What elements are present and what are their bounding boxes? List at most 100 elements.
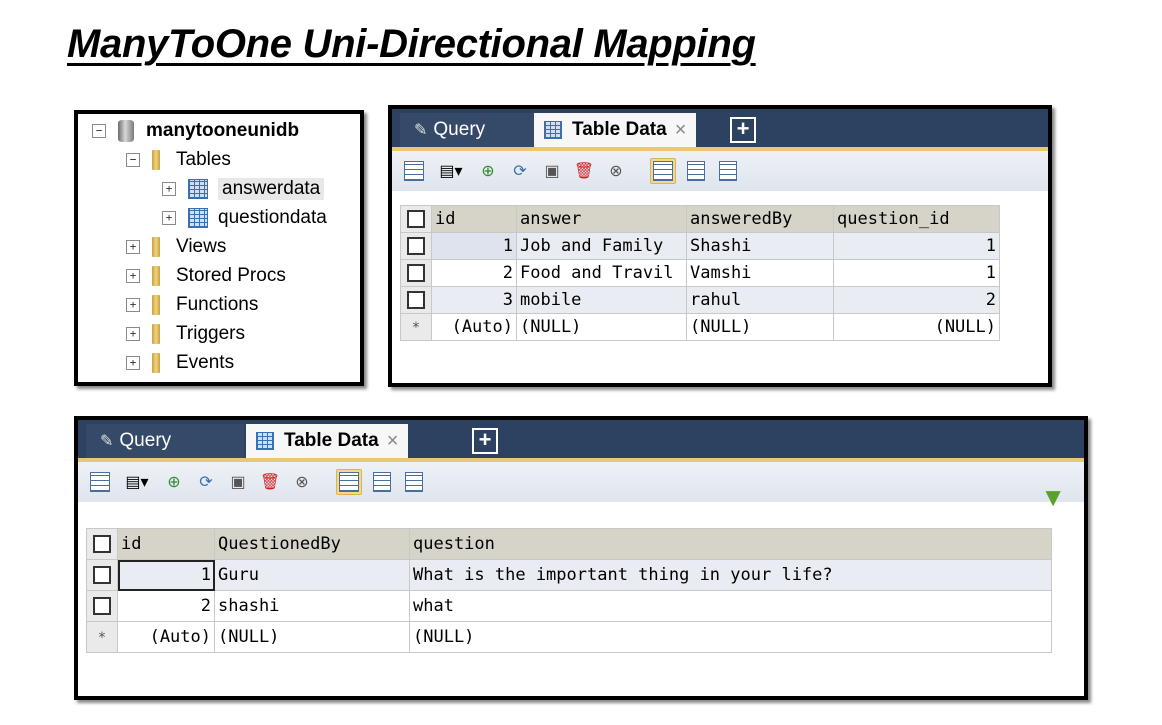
row-checkbox[interactable] <box>86 559 118 591</box>
collapse-icon[interactable]: − <box>92 124 106 138</box>
column-header[interactable]: QuestionedBy <box>214 528 410 560</box>
refresh-icon[interactable]: ⟳ <box>513 163 527 180</box>
table-icon <box>188 179 208 199</box>
column-header[interactable]: question_id <box>833 205 1000 233</box>
grid-toolbar: ▤▾ ⊕ ⟳ ▣ 🗑 ⊗ <box>78 462 1084 502</box>
cell-answer[interactable]: (NULL) <box>516 313 687 341</box>
expand-icon[interactable]: + <box>126 356 140 370</box>
tab-table-data[interactable]: Table Data × <box>534 113 697 147</box>
cell-question[interactable]: what <box>409 590 1052 622</box>
tab-query[interactable]: ✎ Query <box>400 113 544 147</box>
cell-answer[interactable]: mobile <box>516 286 687 314</box>
cell-question[interactable]: What is the important thing in your life… <box>409 559 1052 591</box>
folder-label: Triggers <box>176 323 245 344</box>
expand-icon[interactable]: + <box>126 240 140 254</box>
cell-question[interactable]: (NULL) <box>409 621 1052 653</box>
new-row[interactable]: * (Auto) (NULL) (NULL) <box>86 621 1052 653</box>
cell-id[interactable]: 1 <box>117 559 215 591</box>
filter-icon[interactable]: ▼ <box>1040 482 1066 512</box>
cell-answer[interactable]: Job and Family <box>516 232 687 260</box>
cell-id[interactable]: (Auto) <box>117 621 215 653</box>
cell-question-id[interactable]: (NULL) <box>833 313 1000 341</box>
cell-questioned-by[interactable]: (NULL) <box>214 621 410 653</box>
row-checkbox[interactable] <box>400 232 432 260</box>
cell-answered-by[interactable]: Shashi <box>686 232 834 260</box>
column-header[interactable]: answeredBy <box>686 205 834 233</box>
cell-id[interactable]: (Auto) <box>431 313 517 341</box>
cell-answered-by[interactable]: (NULL) <box>686 313 834 341</box>
close-icon[interactable]: × <box>674 118 687 141</box>
select-all-checkbox[interactable] <box>400 205 432 233</box>
text-view-icon[interactable] <box>402 470 426 494</box>
table-label: answerdata <box>218 178 325 200</box>
cancel-icon[interactable]: ⊗ <box>609 163 623 180</box>
add-row-icon[interactable]: ⊕ <box>167 474 181 491</box>
table-icon <box>544 121 562 139</box>
table-row[interactable]: 2 Food and Travil Vamshi 1 <box>400 259 1000 287</box>
tree-folder-triggers[interactable]: + Triggers <box>126 321 245 347</box>
cell-id[interactable]: 2 <box>117 590 215 622</box>
add-tab-button[interactable]: + <box>730 117 756 143</box>
table-row[interactable]: 1 Job and Family Shashi 1 <box>400 232 1000 260</box>
cell-question-id[interactable]: 1 <box>833 259 1000 287</box>
tree-folder-events[interactable]: + Events <box>126 350 234 376</box>
collapse-icon[interactable]: − <box>126 153 140 167</box>
refresh-icon[interactable]: ⟳ <box>199 474 213 491</box>
table-row[interactable]: 3 mobile rahul 2 <box>400 286 1000 314</box>
tree-folder-views[interactable]: + Views <box>126 234 226 260</box>
save-icon[interactable]: ▣ <box>544 163 560 180</box>
column-header[interactable]: question <box>409 528 1052 560</box>
insert-row-icon[interactable] <box>402 159 426 183</box>
expand-icon[interactable]: + <box>162 211 176 225</box>
tree-db-node[interactable]: − manytooneunidb <box>92 118 299 144</box>
tab-query[interactable]: ✎ Query <box>86 424 244 458</box>
grid-view-icon[interactable] <box>336 469 362 495</box>
row-checkbox[interactable] <box>400 286 432 314</box>
form-view-icon[interactable] <box>370 470 394 494</box>
cell-answer[interactable]: Food and Travil <box>516 259 687 287</box>
grid-header-row: id QuestionedBy question <box>86 528 1052 560</box>
tab-label: Table Data <box>284 430 379 451</box>
cell-id[interactable]: 2 <box>431 259 517 287</box>
expand-icon[interactable]: + <box>126 327 140 341</box>
expand-icon[interactable]: + <box>162 182 176 196</box>
grid-view-icon[interactable] <box>650 158 676 184</box>
close-icon[interactable]: × <box>386 429 399 452</box>
tree-tables-node[interactable]: − Tables <box>126 147 231 173</box>
text-view-icon[interactable] <box>716 159 740 183</box>
tab-table-data[interactable]: Table Data × <box>246 424 409 458</box>
export-icon[interactable]: ▤▾ <box>125 474 149 491</box>
add-row-icon[interactable]: ⊕ <box>481 163 495 180</box>
add-tab-button[interactable]: + <box>472 428 498 454</box>
tree-table-answerdata[interactable]: + answerdata <box>162 176 325 202</box>
table-row[interactable]: 1 Guru What is the important thing in yo… <box>86 559 1052 591</box>
cell-answered-by[interactable]: Vamshi <box>686 259 834 287</box>
expand-icon[interactable]: + <box>126 269 140 283</box>
cell-answered-by[interactable]: rahul <box>686 286 834 314</box>
cell-questioned-by[interactable]: Guru <box>214 559 410 591</box>
select-all-checkbox[interactable] <box>86 528 118 560</box>
column-header[interactable]: id <box>431 205 517 233</box>
column-header[interactable]: id <box>117 528 215 560</box>
cell-questioned-by[interactable]: shashi <box>214 590 410 622</box>
column-header[interactable]: answer <box>516 205 687 233</box>
expand-icon[interactable]: + <box>126 298 140 312</box>
cancel-icon[interactable]: ⊗ <box>295 474 309 491</box>
tree-table-questiondata[interactable]: + questiondata <box>162 205 327 231</box>
cell-id[interactable]: 1 <box>431 232 517 260</box>
save-icon[interactable]: ▣ <box>230 474 246 491</box>
tree-folder-stored-procs[interactable]: + Stored Procs <box>126 263 286 289</box>
delete-icon[interactable]: 🗑 <box>259 474 281 491</box>
form-view-icon[interactable] <box>684 159 708 183</box>
cell-id[interactable]: 3 <box>431 286 517 314</box>
new-row[interactable]: * (Auto) (NULL) (NULL) (NULL) <box>400 313 1000 341</box>
row-checkbox[interactable] <box>86 590 118 622</box>
insert-row-icon[interactable] <box>88 470 112 494</box>
table-row[interactable]: 2 shashi what <box>86 590 1052 622</box>
row-checkbox[interactable] <box>400 259 432 287</box>
delete-icon[interactable]: 🗑 <box>573 163 595 180</box>
export-icon[interactable]: ▤▾ <box>439 163 463 180</box>
cell-question-id[interactable]: 2 <box>833 286 1000 314</box>
cell-question-id[interactable]: 1 <box>833 232 1000 260</box>
tree-folder-functions[interactable]: + Functions <box>126 292 258 318</box>
